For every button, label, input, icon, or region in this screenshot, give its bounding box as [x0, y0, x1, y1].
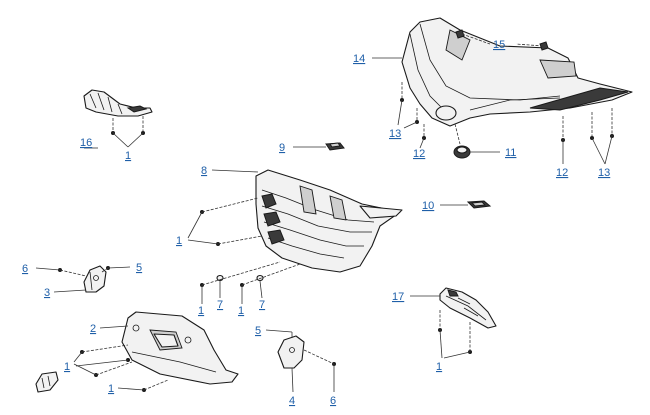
- part-16-bracket: [83, 89, 153, 117]
- part-3-bracket: [83, 265, 107, 293]
- part-2-fasteners: [73, 344, 169, 392]
- callout-1-lower-left[interactable]: 1: [64, 361, 70, 373]
- callout-1-center-left[interactable]: 1: [198, 305, 204, 317]
- callout-12-left[interactable]: 12: [413, 148, 425, 160]
- callout-17[interactable]: 17: [392, 291, 404, 303]
- part-15-fasteners: [455, 29, 549, 51]
- part-9-clip: [325, 142, 345, 151]
- part-12-screw-left: [419, 124, 426, 149]
- callout-13-right[interactable]: 13: [598, 167, 610, 179]
- callout-3[interactable]: 3: [44, 287, 50, 299]
- part-4-bracket: [277, 335, 305, 369]
- callout-13-left[interactable]: 13: [389, 128, 401, 140]
- small-clip-bottom-left: [35, 371, 59, 393]
- callout-1-top-left[interactable]: 1: [125, 150, 131, 162]
- part-8-center-duct: [255, 169, 403, 273]
- callout-6-left[interactable]: 6: [22, 263, 28, 275]
- callout-14[interactable]: 14: [353, 53, 365, 65]
- callout-7-right[interactable]: 7: [259, 299, 265, 311]
- callout-1-bottom[interactable]: 1: [108, 383, 114, 395]
- callout-15[interactable]: 15: [493, 39, 505, 51]
- callout-1-center-right[interactable]: 1: [238, 305, 244, 317]
- callout-5-left[interactable]: 5: [136, 262, 142, 274]
- part-17-side-panel: [439, 287, 497, 329]
- callout-6-bottom[interactable]: 6: [330, 395, 336, 407]
- part-12-13-fasteners-right: [561, 108, 614, 165]
- callout-labels: 16 1 14 15 13 12 11 12 13 9 8 10 1 6 5 3…: [22, 39, 610, 407]
- callout-5-bottom[interactable]: 5: [255, 325, 261, 337]
- part-1-7-screws-washers: [200, 261, 301, 304]
- part-17-fasteners: [438, 310, 472, 359]
- callout-2[interactable]: 2: [90, 323, 96, 335]
- part-10-clip: [466, 200, 492, 209]
- part-4-fastener: [303, 349, 336, 392]
- part-13-fasteners-left: [397, 82, 419, 129]
- callout-10[interactable]: 10: [422, 200, 434, 212]
- callout-9[interactable]: 9: [279, 142, 285, 154]
- callout-12-right[interactable]: 12: [556, 167, 568, 179]
- callout-1-duct[interactable]: 1: [176, 235, 182, 247]
- callout-8[interactable]: 8: [201, 165, 207, 177]
- part-11-grommet: [453, 123, 500, 159]
- callout-7-left[interactable]: 7: [217, 299, 223, 311]
- part-16-fasteners: [111, 116, 145, 135]
- part-8-fasteners: [187, 197, 263, 246]
- part-2-lower-panel: [121, 311, 239, 385]
- callout-16[interactable]: 16: [80, 137, 92, 149]
- part-3-fasteners: [35, 266, 131, 293]
- callout-11[interactable]: 11: [505, 147, 516, 159]
- callout-1-right[interactable]: 1: [436, 361, 442, 373]
- part-14-fairing: [401, 17, 633, 127]
- callout-4[interactable]: 4: [289, 395, 295, 407]
